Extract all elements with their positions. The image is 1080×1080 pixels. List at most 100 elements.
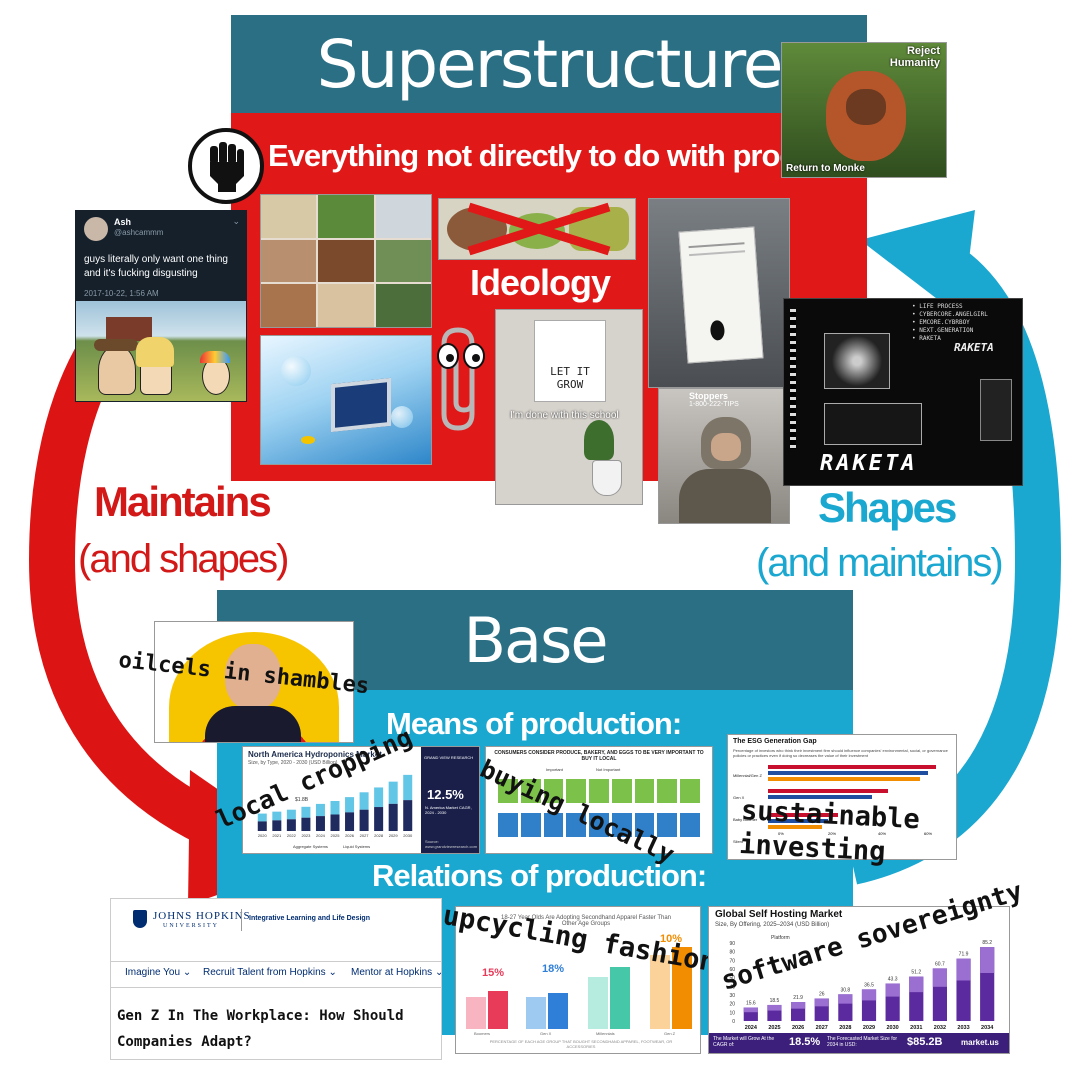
stoppers-label: Stoppers xyxy=(689,391,729,401)
selfhost-bar-top xyxy=(861,989,877,1001)
selfhost-category-label: 2026 xyxy=(792,1025,804,1031)
superstructure-title: Superstructure xyxy=(316,25,784,103)
selfhost-category-label: 2029 xyxy=(863,1025,875,1031)
hydro-bar-liquid xyxy=(374,787,384,808)
hydro-bar-aggregate xyxy=(330,814,340,831)
selfhost-category-label: 2024 xyxy=(745,1025,758,1031)
selfhost-value-label: 15.6 xyxy=(746,1000,756,1006)
raketa-small-title: RAKETA xyxy=(954,341,994,354)
tweet-name: Ash xyxy=(114,217,132,227)
hydro-bar-liquid xyxy=(330,801,340,815)
selfhost-ytick: 20 xyxy=(729,1002,735,1008)
hydro-category-label: 2029 xyxy=(389,833,399,838)
hydroponics-first-value: $1.8B xyxy=(295,797,309,803)
tweet-timestamp: 2017-10-22, 1:56 AM xyxy=(84,289,159,298)
raised-fist-icon xyxy=(188,128,264,204)
selfhost-bar-top xyxy=(743,1007,758,1013)
secondhand-title: 18-27 Year Olds Are Adopting Secondhand … xyxy=(500,915,671,927)
tweet-handle: @ashcammm xyxy=(114,228,164,237)
raketa-cybercore-image: • LIFE PROCESS• CYBERCORE.ANGELGIRL• EMC… xyxy=(783,298,1023,486)
wojak-farm-image xyxy=(76,301,246,401)
hydro-bar-aggregate xyxy=(272,820,282,831)
hydroponics-legend-2: Liquid Systems xyxy=(343,844,371,849)
esg-row-2: Gen X xyxy=(733,795,745,800)
selfhost-category-label: 2034 xyxy=(981,1025,994,1031)
base-title: Base xyxy=(463,603,609,677)
esg-tick-0: 0% xyxy=(778,831,784,836)
selfhost-bar-top xyxy=(932,968,947,987)
let-it-grow-sign: LET IT GROW xyxy=(550,365,590,391)
monke-bottom-text: Return to Monke xyxy=(786,163,865,174)
maintains-label: Maintains xyxy=(94,478,272,525)
clippy-icon xyxy=(432,322,494,434)
hydro-bar-aggregate xyxy=(286,819,296,831)
article-headline: Gen Z In The Workplace: How Should Compa… xyxy=(117,1008,404,1050)
selfhost-value-label: 71.9 xyxy=(959,952,969,958)
nav-recruit-talent[interactable]: Recruit Talent from Hopkins ⌄ xyxy=(203,967,337,978)
hydro-bar-liquid xyxy=(345,797,355,813)
secondhand-apparel-chart: 18-27 Year Olds Are Adopting Secondhand … xyxy=(455,906,701,1054)
hydro-bar-liquid xyxy=(403,774,413,801)
selfhost-ytick: 80 xyxy=(729,950,735,956)
selfhost-bar-top xyxy=(838,994,853,1004)
hydroponics-chart: North America Hydroponics Market Size, b… xyxy=(242,746,480,854)
hydro-bar-aggregate xyxy=(315,816,325,831)
selfhost-bar-top xyxy=(980,947,995,974)
jhu-sub: UNIVERSITY xyxy=(163,923,219,929)
consumers-chart: CONSUMERS CONSIDER PRODUCE, BAKERY, AND … xyxy=(485,746,713,854)
hydro-category-label: 2026 xyxy=(345,833,355,838)
selfhost-value-label: 21.9 xyxy=(793,995,803,1001)
selfhost-category-label: 2030 xyxy=(887,1025,899,1031)
hydro-category-label: 2024 xyxy=(316,833,326,838)
hydro-category-label: 2028 xyxy=(374,833,384,838)
esg-chart: The ESG Generation Gap Percentage of inv… xyxy=(727,734,957,860)
hydro-bar-liquid xyxy=(272,811,282,821)
hydro-bar-aggregate xyxy=(257,821,267,831)
secondhand-footer: PERCENTAGE OF EACH AGE GROUP THAT BOUGHT… xyxy=(489,1039,673,1049)
raketa-big-title: RAKETA xyxy=(820,451,918,476)
selfhost-footer: The Market will Grow At the CAGR of: 18.… xyxy=(709,1033,1009,1053)
hydro-bar-liquid xyxy=(286,809,296,820)
selfhost-title: Global Self Hosting Market xyxy=(715,909,843,920)
nav-imagine-you[interactable]: Imagine You ⌄ xyxy=(125,967,192,978)
jhu-shield-icon xyxy=(133,910,147,928)
esg-tick-2: 40% xyxy=(878,831,887,836)
consumers-title: CONSUMERS CONSIDER PRODUCE, BAKERY, AND … xyxy=(494,750,704,762)
hydroponics-subtitle: Size, by Type, 2020 - 2030 (USD Billion) xyxy=(248,760,338,766)
selfhost-value-label: 18.5 xyxy=(770,998,780,1004)
esg-title: The ESG Generation Gap xyxy=(733,738,817,745)
esg-tick-3: 60% xyxy=(924,831,933,836)
consumers-legend-2: Not Important xyxy=(596,767,621,772)
secondhand-growth-genx: 18% xyxy=(542,963,565,975)
tweet-text: guys literally only want one thing and i… xyxy=(84,254,228,279)
hydro-category-label: 2022 xyxy=(287,833,297,838)
monke-top-text: Reject Humanity xyxy=(889,45,940,69)
selfhost-category-label: 2031 xyxy=(910,1025,922,1031)
hydroponics-badge: GRAND VIEW RESEARCH 12.5% N. America Mar… xyxy=(421,747,479,853)
self-hosting-market-chart: Global Self Hosting Market Size, By Offe… xyxy=(708,906,1010,1054)
let-it-grow-caption: I'm done with this school xyxy=(510,410,619,421)
selfhost-value-label: 43.3 xyxy=(888,976,898,982)
relations-of-production-label: Relations of production: xyxy=(372,858,707,893)
selfhost-ytick: 70 xyxy=(729,958,735,964)
selfhost-bar-top xyxy=(814,998,829,1007)
selfhost-category-label: 2032 xyxy=(934,1025,946,1031)
cottagecore-collage xyxy=(260,194,432,328)
sustainable-investing-caption: sustainable investing xyxy=(738,794,921,868)
esg-desc: Percentage of investors who think their … xyxy=(733,748,948,758)
shapes-label: Shapes xyxy=(818,484,957,531)
selfhost-bar-top xyxy=(791,1002,806,1009)
superstructure-banner: Superstructure xyxy=(231,15,867,113)
jhu-section: Integrative Learning and Life Design xyxy=(249,915,370,922)
hydro-bar-liquid xyxy=(359,792,369,810)
nav-mentor[interactable]: Mentor at Hopkins ⌄ xyxy=(351,967,441,978)
selfhost-bars: 010203040506070809015.6202418.5202521.92… xyxy=(729,940,995,1031)
hydro-category-label: 2030 xyxy=(403,833,413,838)
crossed-out-food-image xyxy=(438,198,636,260)
selfhost-bar-top xyxy=(885,983,900,997)
hydro-bar-liquid xyxy=(315,803,325,817)
hydro-bar-aggregate xyxy=(345,812,355,831)
chevron-down-icon: ⌄ xyxy=(435,967,441,978)
selfhost-ytick: 30 xyxy=(729,993,735,999)
selfhost-category-label: 2027 xyxy=(816,1025,828,1031)
